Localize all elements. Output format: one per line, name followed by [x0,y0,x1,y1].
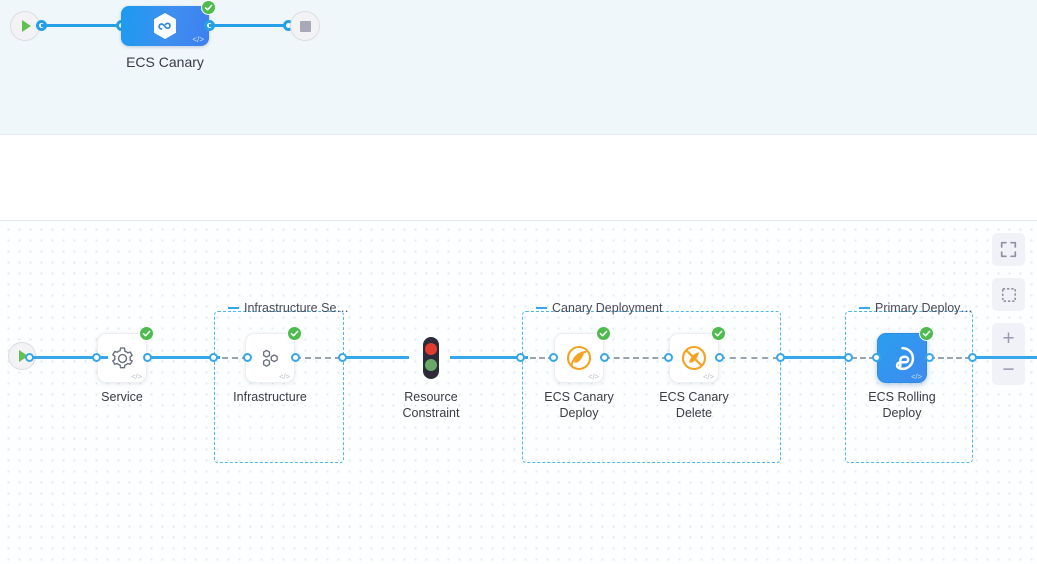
play-icon [22,20,31,32]
node-card[interactable] [406,333,456,383]
port-group3-in [844,353,853,362]
fit-screen-icon [1000,241,1017,258]
port-rollingdeploy-in [872,353,881,362]
link-group3-end [975,356,1037,359]
gear-icon [111,346,133,368]
start-node[interactable] [10,11,40,41]
port-service-out [143,353,152,362]
status-badge-success [139,326,154,341]
link-resource-group2 [450,356,528,359]
node-ecs-canary-deploy[interactable]: </> ECS Canary Deploy [544,326,614,420]
collapse-icon[interactable] [536,307,547,309]
port-canarydeploy-in [549,353,558,362]
node-label: ECS Rolling Deploy [868,390,936,420]
zoom-out-button[interactable]: − [1002,358,1015,381]
collapse-icon[interactable] [859,307,870,309]
port-canarydelete-in [664,353,673,362]
link-group2-group3 [783,356,848,359]
node-card[interactable]: </> [877,333,927,383]
node-ecs-canary-delete[interactable]: </> ECS Canary Delete [659,326,729,420]
traffic-light-icon [423,337,439,379]
node-card[interactable]: </> [245,333,295,383]
status-badge-success [711,326,726,341]
group-label: Primary Deploy… [856,301,976,315]
link-start-service [30,356,108,359]
pipeline-node-ecs-canary[interactable]: </> [121,6,209,46]
link-group3-rollingdeploy [851,357,875,359]
port-infrastructure-in [243,353,252,362]
fit-screen-button[interactable] [992,233,1025,266]
zoom-in-button[interactable]: + [1002,327,1015,350]
link-rollingdeploy-group3out [929,357,971,359]
zoom-controls: + − [992,323,1025,385]
link-group2-canarydeploy [530,357,554,359]
code-glyph: </> [703,372,714,381]
code-glyph: </> [911,372,922,381]
link-group1-resource [345,356,409,359]
node-infrastructure[interactable]: </> Infrastructure [233,326,307,404]
play-icon [19,350,28,362]
port-group1-out [338,353,347,362]
ecs-rolling-icon [895,346,914,370]
top-pipeline-strip: </> ECS Canary [0,0,1037,135]
link-group1-infrastructure [222,357,248,359]
collapse-icon[interactable] [228,307,239,309]
status-badge-success [287,326,302,341]
port-group2-in [516,353,525,362]
node-label: ECS Canary Deploy [544,390,614,420]
infrastructure-icon [262,349,278,367]
port-start-out [25,353,34,362]
execution-details-bar: ECS Canary Started at: 10/6/2022, 5:01:2… [0,135,1037,337]
port-rollingdeploy-out [925,353,934,362]
mini-pipeline-graph: </> ECS Canary [0,0,1037,134]
canary-bird-icon [566,345,592,371]
link-service-group1 [147,356,220,359]
link-canarydeploy-canarydelete [604,357,668,359]
link-node-to-stop [209,24,287,27]
node-label: Infrastructure [233,390,307,404]
node-label: ECS Canary Delete [659,390,729,420]
group-label: Canary Deployment [533,301,665,315]
port-infrastructure-out [291,353,300,362]
stop-node[interactable] [290,11,320,41]
group-label: Infrastructure Se… [225,301,352,315]
stop-icon [299,20,311,32]
select-area-button[interactable] [992,278,1025,311]
code-glyph: </> [131,372,142,381]
node-card[interactable]: </> [554,333,604,383]
group-label-text: Primary Deploy… [875,301,973,315]
canary-delete-icon [681,345,707,371]
code-glyph: </> [279,372,290,381]
node-label: Resource Constraint [402,390,460,420]
execution-graph-canvas[interactable]: Infrastructure Se… Canary Deployment Pri… [0,221,1037,564]
code-glyph: </> [192,35,204,44]
link-canarydelete-group2out [719,357,779,359]
select-area-icon [1001,287,1016,302]
pipeline-hexagon-icon [152,12,178,40]
code-glyph: </> [588,372,599,381]
port-service-in [92,353,101,362]
port-group3-out [968,353,977,362]
status-badge-success [919,326,934,341]
port-group1-in [209,353,218,362]
link-infrastructure-group1out [295,357,341,359]
node-ecs-rolling-deploy[interactable]: </> ECS Rolling Deploy [868,326,936,420]
node-card[interactable]: </> [669,333,719,383]
pipeline-node-label: ECS Canary [126,54,204,70]
node-label: Service [101,390,143,404]
group-label-text: Canary Deployment [552,301,663,315]
port-group2-out [776,353,785,362]
status-badge-success [596,326,611,341]
status-badge-success [201,0,216,15]
port-canarydeploy-out [600,353,609,362]
link-start-to-node [41,24,121,27]
node-resource-constraint[interactable]: Resource Constraint [403,333,459,420]
group-label-text: Infrastructure Se… [244,301,349,315]
port-canarydelete-out [715,353,724,362]
